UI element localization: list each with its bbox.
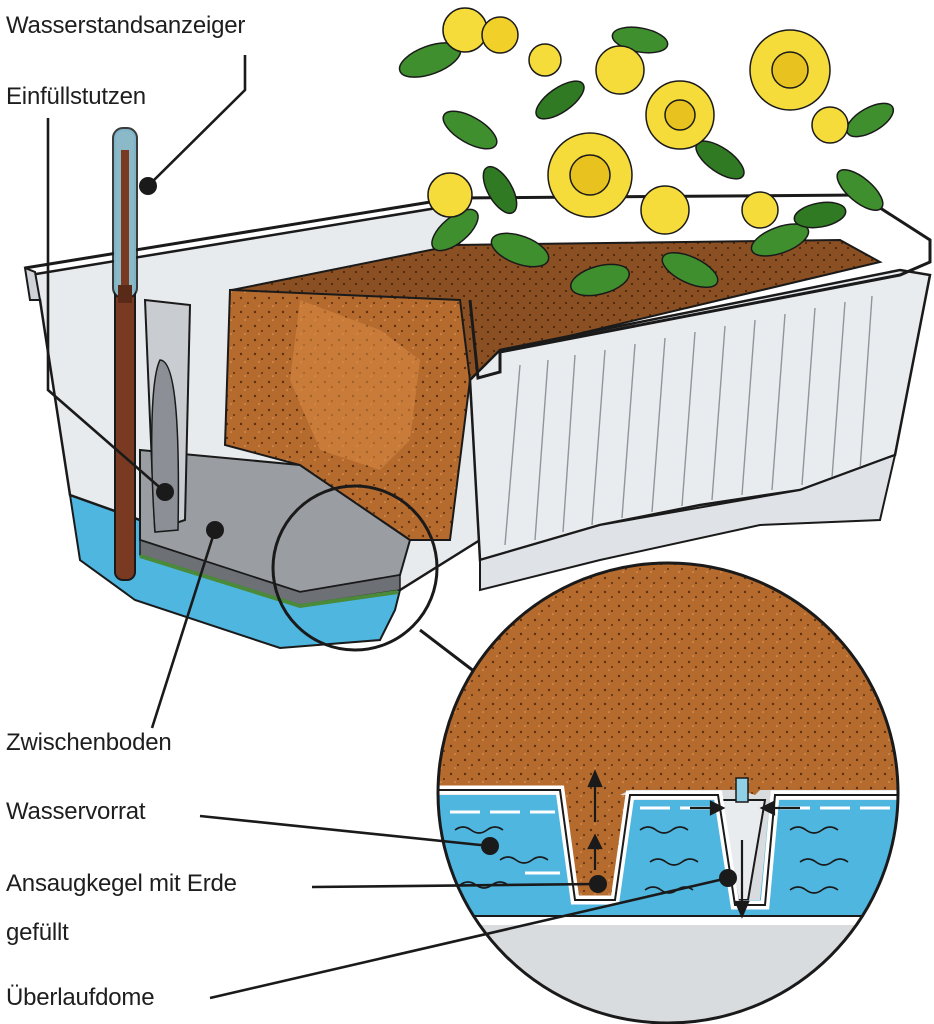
label-water-reservoir: Wasservorrat: [6, 798, 146, 825]
detail-soil: [438, 563, 898, 795]
magnifier-small-circle: [271, 484, 439, 652]
leader-lines: [46, 55, 729, 1000]
flowers: [398, 7, 895, 297]
detail-view: [438, 563, 898, 1023]
label-suction-cone-line1: Ansaugkegel mit Erde: [6, 870, 237, 897]
label-water-level-indicator: Wasserstandsanzeiger: [6, 12, 246, 39]
label-fill-nozzle: Einfüllstutzen: [6, 83, 146, 110]
detail-water: [438, 795, 898, 920]
planter-front-wall: [468, 268, 932, 562]
magnifier-large-circle: [436, 561, 900, 1024]
label-suction-cone-line2: gefüllt: [6, 919, 69, 946]
label-overflow-dome: Überlaufdome: [6, 984, 155, 1011]
label-false-bottom: Zwischenboden: [6, 729, 172, 756]
leader-dots: [139, 177, 737, 893]
